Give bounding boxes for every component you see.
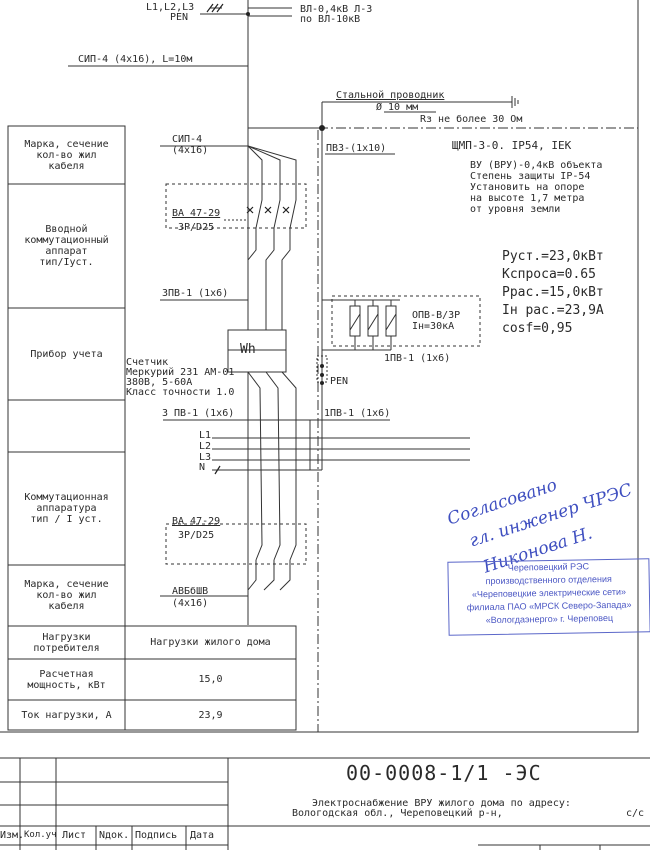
meter-label: Счетчик bbox=[126, 357, 169, 368]
panel-desc-1: ВУ (ВРУ)-0,4кВ объекта bbox=[470, 160, 603, 171]
ground-conductor-label: Стальной проводник bbox=[336, 90, 445, 101]
meter-rating: 380В, 5-60А bbox=[126, 377, 193, 388]
panel-desc-3: Установить на опоре bbox=[470, 182, 585, 193]
document-title-2: Вологодская обл., Череповецкий р-н, bbox=[292, 808, 503, 819]
row-consumers: Нагрузки потребителя bbox=[33, 631, 100, 654]
cable-out-section: (4х16) bbox=[172, 598, 209, 609]
bus-n-label: N bbox=[199, 462, 206, 473]
col-ndok: Nдок. bbox=[99, 830, 130, 841]
panel-frame bbox=[317, 127, 639, 733]
panel-title: ЩМП-3-0. IP54, IEK bbox=[452, 139, 572, 152]
breaker-1-box bbox=[165, 183, 307, 229]
spd-type: ОПВ-В/3Р bbox=[412, 310, 461, 321]
row-consumers-value: Нагрузки жилого дома bbox=[150, 637, 271, 648]
breaker-1-param: 3P/D25 bbox=[178, 222, 215, 233]
row-switchgear: Коммутационная аппаратура тип / I уст. bbox=[24, 492, 109, 525]
row-cable-out: Марка, сечение кол-во жил кабеля bbox=[24, 579, 109, 612]
cable-in-label: СИП-4 bbox=[172, 134, 203, 145]
cable-out-label: АВБбШВ bbox=[172, 586, 209, 597]
row-meter: Прибор учета bbox=[30, 348, 103, 360]
calc-p-calc: Ррас.=15,0кВт bbox=[502, 285, 604, 300]
bus-l2-label: L2 bbox=[199, 441, 212, 452]
breaker-2-label: ВА 47-29 bbox=[172, 516, 221, 527]
panel-desc-2: Степень защиты IP-54 bbox=[470, 171, 591, 182]
breaker-1-label: ВА 47-29 bbox=[172, 208, 221, 219]
wire-3pv-label: 3ПВ-1 (1х6) bbox=[162, 288, 229, 299]
ground-diameter: Ø 10 мм bbox=[376, 102, 419, 113]
col-podpis: Подпись bbox=[135, 830, 178, 841]
row-cable-label: Марка, сечение кол-во жил кабеля bbox=[24, 138, 109, 172]
breaker-2-param: 3P/D25 bbox=[178, 530, 215, 541]
meter-class: Класс точности 1.0 bbox=[126, 387, 235, 398]
bus-l1-label: L1 bbox=[199, 430, 212, 441]
calc-p-installed: Руст.=23,0кВт bbox=[502, 249, 604, 264]
ground-resistance: Rз не более 30 Ом bbox=[420, 114, 523, 125]
cable-sip: СИП-4 (4х16), L=10м bbox=[78, 54, 193, 65]
col-list: Лист bbox=[62, 830, 87, 841]
meter-box bbox=[227, 329, 287, 373]
supply-pen: PEN bbox=[170, 12, 189, 23]
wire-3pv-b-label: 3 ПВ-1 (1х6) bbox=[162, 408, 235, 419]
spd-box bbox=[331, 295, 481, 347]
pvz-label: ПВЗ-(1х10) bbox=[326, 143, 387, 154]
approval-stamp: Череповецкий РЭС производственного отдел… bbox=[447, 558, 650, 636]
cable-in-section: (4х16) bbox=[172, 145, 209, 156]
calc-i-calc: Iн рас.=23,9А bbox=[502, 303, 604, 318]
row-current-value: 23,9 bbox=[198, 709, 223, 721]
document-title-suffix: с/с bbox=[626, 808, 645, 819]
line-label-1: ВЛ-0,4кВ Л-3 bbox=[300, 4, 373, 15]
document-title-1: Электроснабжение ВРУ жилого дома по адре… bbox=[312, 798, 571, 809]
col-data: Дата bbox=[190, 830, 215, 841]
row-input-device: Вводной коммутационный аппарат тип/Iуст. bbox=[24, 224, 109, 268]
meter-symbol: Wh bbox=[240, 342, 256, 357]
line-label-2: по ВЛ-10кВ bbox=[300, 14, 361, 25]
spd-current: Iн=30кА bbox=[412, 321, 455, 332]
row-current: Ток нагрузки, А bbox=[21, 709, 112, 721]
calc-k-demand: Кспроса=0.65 bbox=[502, 267, 596, 282]
row-power: Расчетная мощность, кВт bbox=[27, 668, 106, 691]
col-izm: Изм. bbox=[0, 830, 25, 841]
document-code: 00-0008-1/1 -ЭС bbox=[346, 761, 542, 785]
col-koluch: Кол.уч bbox=[24, 830, 57, 840]
pen-label: PEN bbox=[330, 376, 349, 387]
calc-cosf: cosf=0,95 bbox=[502, 321, 573, 336]
wire-1pv-b-label: 1ПВ-1 (1х6) bbox=[324, 408, 391, 419]
panel-desc-4: на высоте 1,7 метра bbox=[470, 193, 585, 204]
meter-model: Меркурий 231 АМ-01 bbox=[126, 367, 235, 378]
row-power-value: 15,0 bbox=[198, 674, 223, 685]
load-table-border bbox=[7, 625, 297, 731]
wire-1pv-a-label: 1ПВ-1 (1х6) bbox=[384, 353, 451, 364]
panel-desc-5: от уровня земли bbox=[470, 204, 561, 215]
supply-phases: L1,L2,L3 bbox=[146, 2, 195, 13]
bus-l3-label: L3 bbox=[199, 452, 212, 463]
